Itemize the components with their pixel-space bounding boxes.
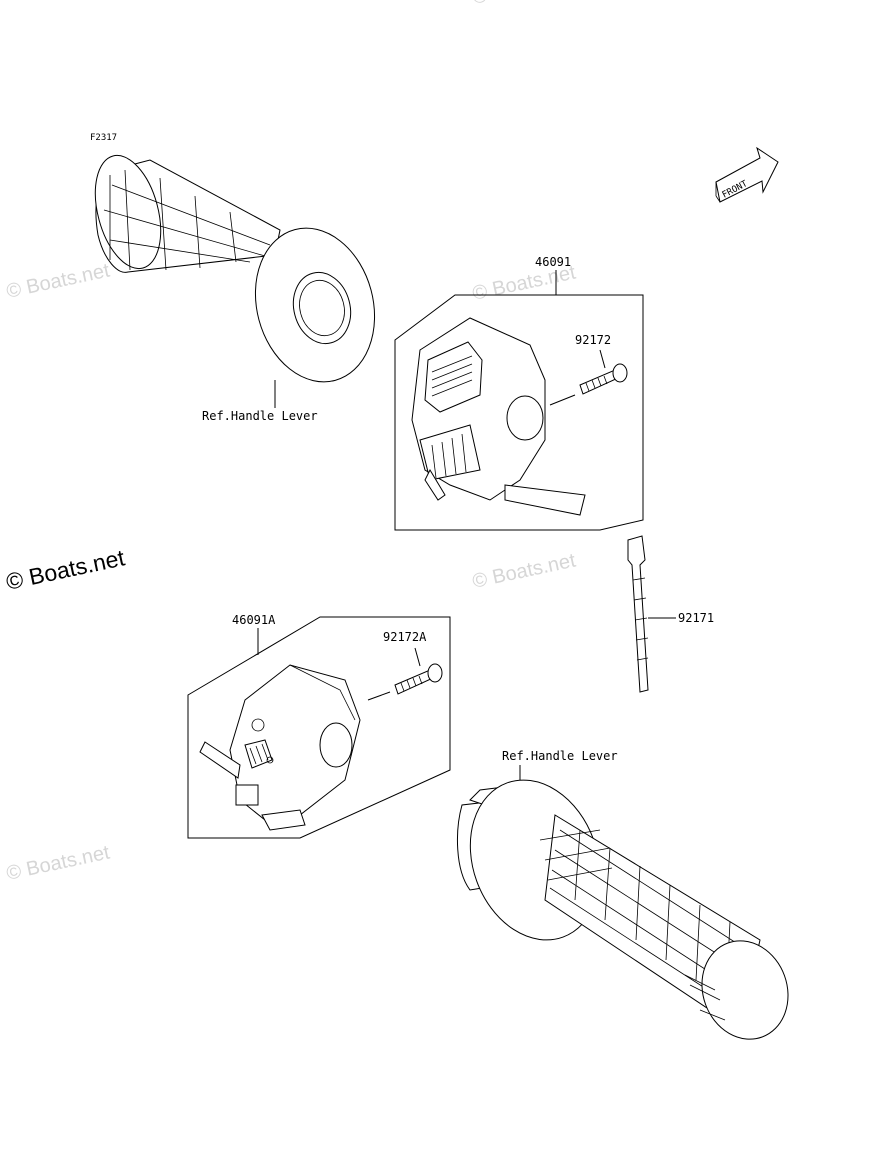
handlebar-switch-46091A	[199, 664, 361, 831]
label-92172A: 92172A	[383, 630, 427, 644]
label-92171: 92171	[678, 611, 714, 625]
right-grip-part	[456, 779, 789, 1040]
assembly-box-46091: 46091	[394, 255, 644, 531]
label-46091A: 46091A	[232, 613, 276, 627]
watermark: © Boats.net	[4, 259, 112, 302]
watermark: © Boats.net	[470, 549, 578, 592]
watermark-large: © Boats.net	[4, 544, 128, 595]
label-ref-handle-lever-bottom: Ref.Handle Lever	[502, 749, 618, 763]
screw-92172	[579, 363, 628, 395]
label-92172: 92172	[575, 333, 611, 347]
label-46091: 46091	[535, 255, 571, 269]
diagram-code: F2317	[90, 133, 117, 143]
screw-92172A	[394, 663, 443, 695]
assembly-box-46091A: 46091A	[187, 613, 451, 839]
front-arrow-icon: FRONT	[715, 146, 779, 203]
handlebar-switch-46091	[411, 317, 586, 516]
watermark: © Boats.net	[470, 0, 578, 9]
watermark: © Boats.net	[4, 841, 112, 884]
left-grip-part	[94, 154, 376, 383]
label-ref-handle-lever-top: Ref.Handle Lever	[202, 409, 318, 423]
cable-tie-92171	[627, 535, 649, 693]
